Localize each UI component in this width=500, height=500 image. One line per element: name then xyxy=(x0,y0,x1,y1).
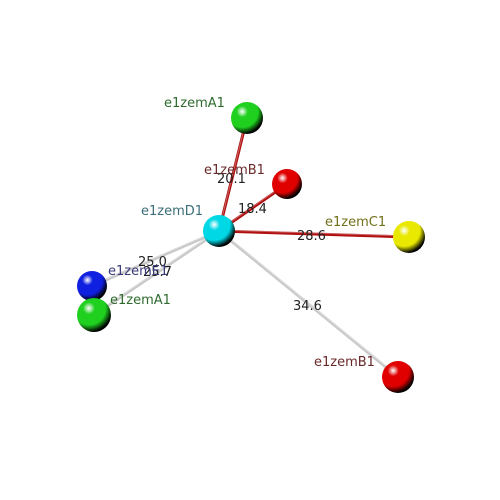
bond-highlight-a1_left xyxy=(93,229,220,315)
distance-label-blue: 25.0 xyxy=(138,255,167,270)
bond-highlight-b1_lower xyxy=(218,229,399,377)
atom-label-center: e1zemD1 xyxy=(141,204,203,219)
atom-label-b1-upper: e1zemB1 xyxy=(204,163,265,178)
atom-c1 xyxy=(393,221,425,253)
atom-a1-left xyxy=(77,298,111,332)
bond-a1_left xyxy=(92,229,221,317)
bond-highlight-a1_top xyxy=(218,116,248,231)
atom-blue xyxy=(77,271,107,301)
distance-label-b1_upper: 18.4 xyxy=(238,202,267,217)
bonds-layer xyxy=(90,116,411,379)
atom-label-a1-top: e1zemA1 xyxy=(164,96,225,111)
bond-c1 xyxy=(217,229,411,239)
bond-b1_lower xyxy=(217,229,400,379)
atom-label-b1-lower: e1zemB1 xyxy=(314,355,375,370)
atom-label-blue: e1zemE1 xyxy=(108,264,168,279)
atom-a1-top xyxy=(231,102,263,134)
atom-label-c1: e1zemC1 xyxy=(325,215,386,230)
labels-layer: 20.1 18.4 28.6 34.6 25.025.7 e1zemA1 e1zemB1 e1… xyxy=(108,96,386,370)
atom-b1-upper xyxy=(272,169,302,199)
bond-highlight-blue xyxy=(91,229,220,286)
atom-center xyxy=(203,215,235,247)
distance-label-c1: 28.6 xyxy=(297,229,326,244)
bond-blue xyxy=(90,229,221,288)
distance-label-a1_top: 20.1 xyxy=(217,172,246,187)
atoms-layer xyxy=(77,102,425,393)
distance-label-a1_left: 25.7 xyxy=(143,265,172,280)
atom-label-a1-left: e1zemA1 xyxy=(110,293,171,308)
bond-a1_top xyxy=(217,116,249,233)
bond-highlight-c1 xyxy=(218,229,410,237)
atom-b1-lower xyxy=(382,361,414,393)
distance-label-b1_lower: 34.6 xyxy=(293,299,322,314)
